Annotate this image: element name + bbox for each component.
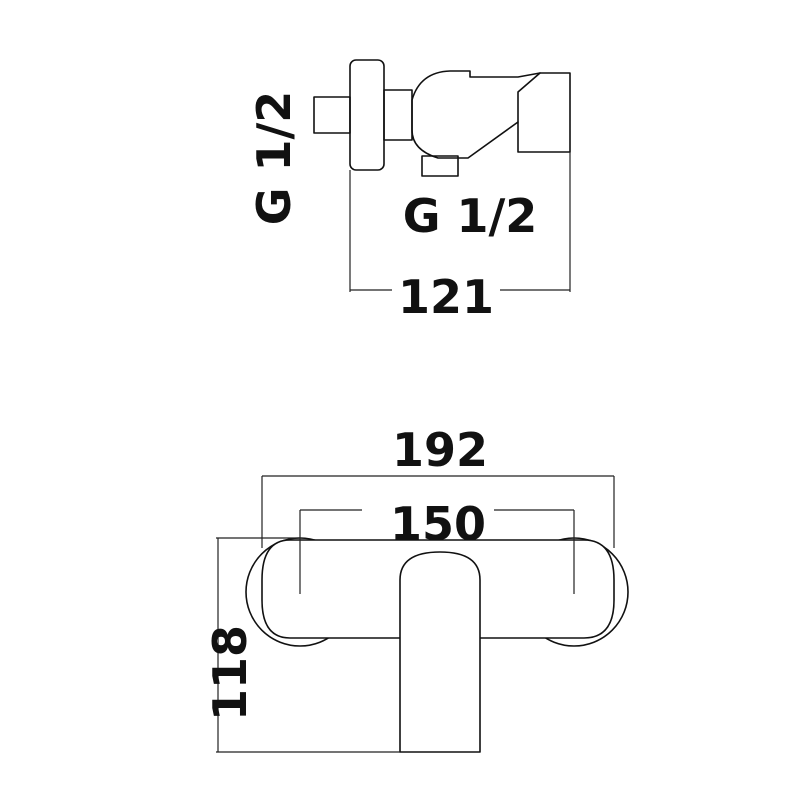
height-label: 118: [203, 625, 257, 721]
wall-flange: [349, 59, 385, 171]
front-view: 192 150 118: [203, 423, 629, 753]
inlet-pipe-stub: [313, 96, 351, 134]
connector-nut: [383, 89, 413, 141]
valve-body: [411, 70, 571, 159]
thread-vertical-label: G 1/2: [247, 91, 301, 226]
lever: [517, 72, 541, 123]
depth-dimension-label: 121: [398, 270, 494, 324]
side-view: 121 G 1/2 G 1/2: [247, 59, 571, 324]
front-lever: [399, 551, 481, 753]
thread-horizontal-label: G 1/2: [403, 189, 538, 243]
outer-width-label: 192: [392, 423, 488, 477]
centres-width-label: 150: [390, 497, 486, 551]
outlet-stub: [421, 155, 459, 177]
